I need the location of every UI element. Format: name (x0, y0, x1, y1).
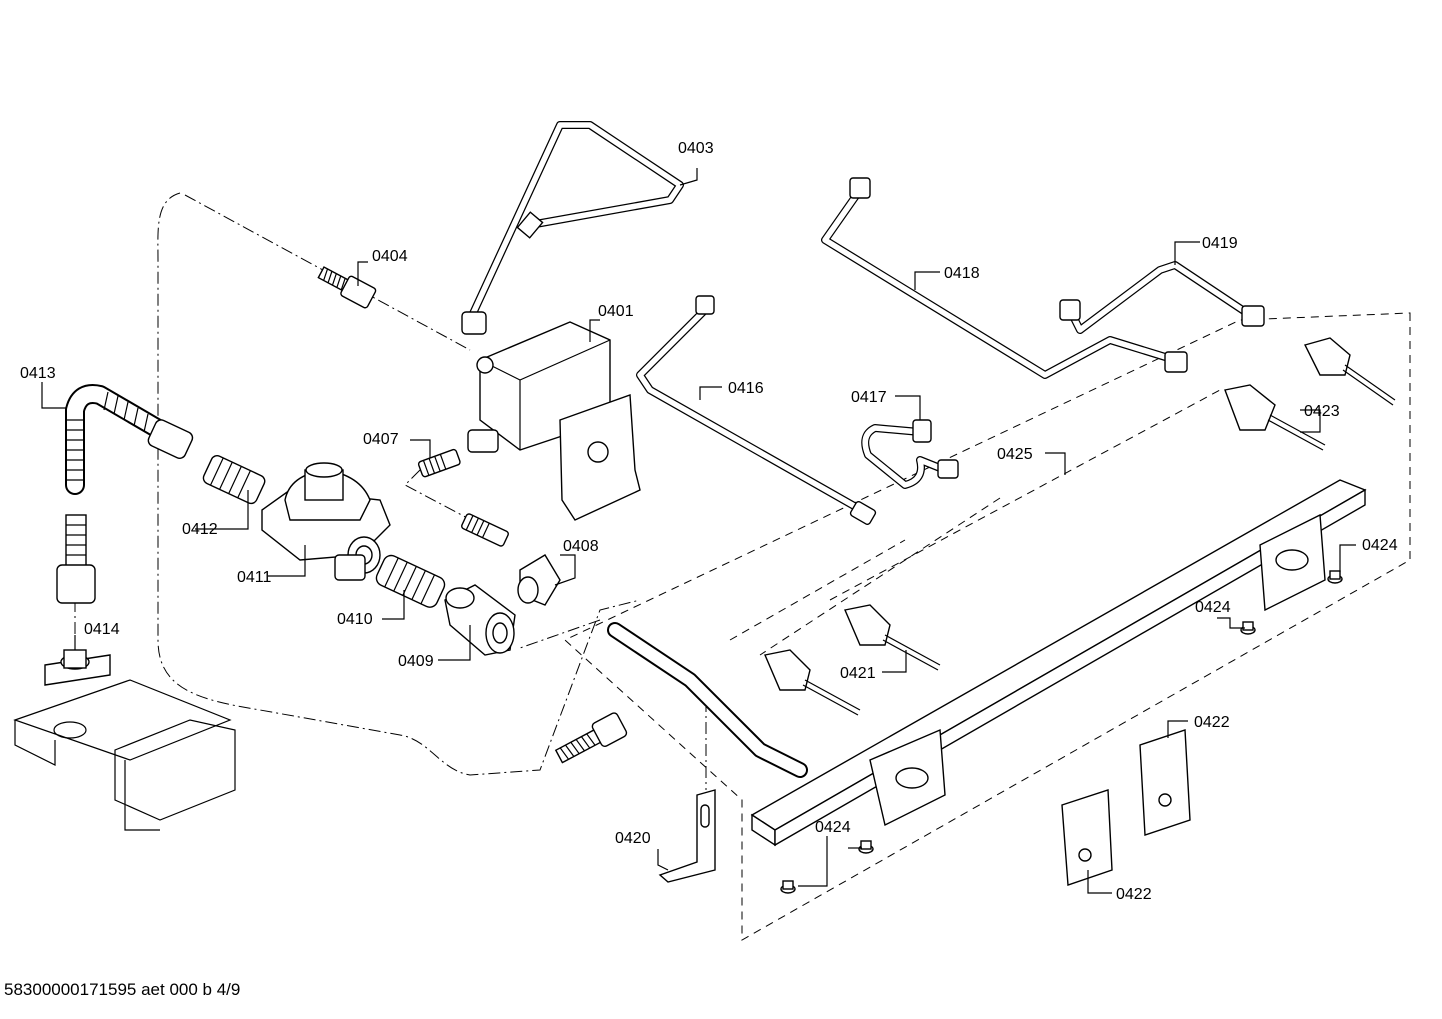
label-0410: 0410 (337, 611, 373, 628)
switch-0422 (1061, 729, 1191, 886)
guide-line (829, 389, 1221, 601)
label-0411: 0411 (237, 569, 272, 586)
label-0412: 0412 (182, 521, 218, 538)
nipple-0412 (202, 455, 266, 505)
label-0424-c: 0424 (815, 819, 851, 836)
label-0423: 0423 (1304, 403, 1340, 420)
pipe-0416 (636, 295, 877, 526)
label-0419: 0419 (1202, 235, 1238, 252)
valve-0421 (764, 604, 941, 716)
nipple-0410 (375, 554, 446, 608)
burner-pipe (607, 622, 808, 778)
label-0403: 0403 (678, 140, 714, 157)
pipe-0418 (821, 177, 1188, 379)
label-0409: 0409 (398, 653, 434, 670)
leader-lines (41, 168, 1356, 894)
guide-line (404, 469, 491, 531)
label-0421: 0421 (840, 665, 876, 682)
flex-hose-0413 (56, 384, 194, 604)
guide-line (519, 619, 601, 649)
label-0424-a: 0424 (1362, 537, 1398, 554)
label-0418: 0418 (944, 265, 980, 282)
label-0422-b: 0422 (1116, 886, 1152, 903)
nut-0424 (780, 570, 1343, 894)
valve-0423 (1224, 337, 1396, 451)
label-0414: 0414 (84, 621, 120, 638)
label-0413: 0413 (20, 365, 56, 382)
label-0424-b: 0424 (1195, 599, 1231, 616)
pipe-0403 (461, 121, 684, 335)
label-0401: 0401 (598, 303, 634, 320)
manifold-beam (750, 479, 1367, 847)
elbow-0408 (517, 554, 561, 606)
pipe-0419 (1059, 261, 1265, 334)
connector-0414 (13, 649, 236, 831)
assembly-boundary-right (564, 312, 1411, 941)
pipe-0417 (861, 419, 959, 489)
label-0404: 0404 (372, 248, 408, 265)
label-0420: 0420 (615, 830, 651, 847)
label-0425: 0425 (997, 446, 1033, 463)
valve-box-0401 (467, 321, 641, 521)
screw-long (554, 712, 628, 764)
label-0416: 0416 (728, 380, 764, 397)
label-0417: 0417 (851, 389, 887, 406)
guide-line (729, 539, 906, 641)
regulator-0411 (261, 462, 391, 581)
tee-0409 (444, 584, 516, 656)
drawing-reference-number: 58300000171595 aet 000 b 4/9 (4, 980, 241, 999)
guide-line (759, 497, 1001, 656)
label-0407: 0407 (363, 431, 399, 448)
bracket-0420 (658, 789, 716, 883)
screw-0404 (317, 266, 377, 309)
label-0408: 0408 (563, 538, 599, 555)
assembly-boundary-left (157, 192, 641, 776)
fitting-0407 (417, 448, 509, 547)
label-0422-a: 0422 (1194, 714, 1230, 731)
